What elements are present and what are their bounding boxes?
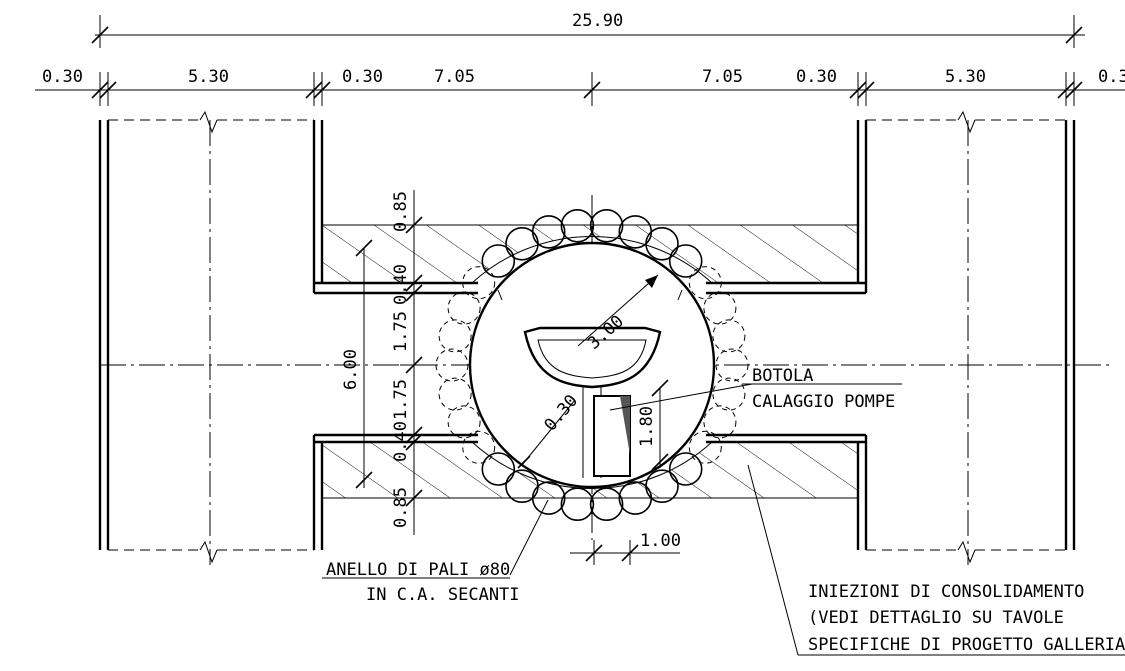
shaft [435,209,749,522]
dim-v-upper: 1.75 [391,311,411,352]
injection-zones [321,224,859,499]
pump-chamber [523,326,662,389]
annotation-labels: BOTOLA CALAGGIO POMPE ANELLO DI PALI ø80… [326,366,1125,655]
secant-pile [618,481,653,515]
dim-bay-left: 5.30 [188,67,229,87]
secant-pile [560,209,595,243]
secant-pile [531,215,566,249]
secant-pile [645,227,679,261]
injection-zone-top [321,224,859,284]
dim-hatch-width: 1.00 [640,531,681,551]
dim-wall-inner-left: 0.30 [342,67,383,87]
secant-pile [462,266,496,300]
secant-pile [712,377,746,411]
label-calaggio-pompe: CALAGGIO POMPE [752,392,895,412]
secant-pile [462,430,496,464]
dim-v-bottom: 0.85 [391,487,411,528]
secant-pile [481,452,516,486]
secant-pile [712,319,746,353]
tunnel-outline-dashed [108,110,1066,564]
secant-pile [505,469,539,504]
secant-pile [447,405,481,439]
label-botola: BOTOLA [752,366,813,386]
label-iniezioni: INIEZIONI DI CONSOLIDAMENTO [808,582,1084,602]
secant-pile [481,244,516,278]
secant-pile [668,452,703,486]
secant-pile [668,244,703,278]
dim-wall-right: 0.3 [1098,67,1125,87]
dim-v-upper-slab: 0.40 [391,264,411,305]
secant-pile [715,348,749,382]
secant-pile [703,405,737,439]
dim-hatch-height: 1.80 [637,406,657,447]
dim-v-lower: 1.75 [391,379,411,420]
secant-pile [589,209,624,243]
secant-pile [589,487,624,522]
label-ca-secanti: IN C.A. SECANTI [366,585,520,605]
secant-pile [438,377,472,411]
dim-half-left: 7.05 [434,67,475,87]
secant-pile [688,266,722,300]
secant-pile [438,319,472,353]
dim-v-lower-slab: 0.40 [391,421,411,462]
secant-pile [703,291,737,325]
dim-overall: 25.90 [572,11,623,31]
secant-piles-ring [435,209,749,522]
label-anello-pali: ANELLO DI PALI ø80 [326,560,510,580]
dim-wall-inner-right: 0.30 [796,67,837,87]
label-specifiche: SPECIFICHE DI PROGETTO GALLERIA) [808,635,1125,655]
dim-total-height: 6.00 [341,349,361,390]
dim-wall-left: 0.30 [42,67,83,87]
dim-v-top: 0.85 [391,191,411,232]
leader-lines [322,383,1125,656]
secant-pile [560,487,595,522]
secant-pile [447,291,481,325]
dimension-lines [35,15,1125,565]
shaft-wall [468,241,716,489]
secant-pile [688,430,722,464]
label-vedi-dettaglio: (VEDI DETTAGLIO SU TAVOLE [808,608,1064,628]
dim-half-right: 7.05 [702,67,743,87]
secant-pile [435,348,469,382]
walls [98,120,1076,550]
dim-bay-right: 5.30 [945,67,986,87]
pump-hatch-fill [620,396,630,455]
